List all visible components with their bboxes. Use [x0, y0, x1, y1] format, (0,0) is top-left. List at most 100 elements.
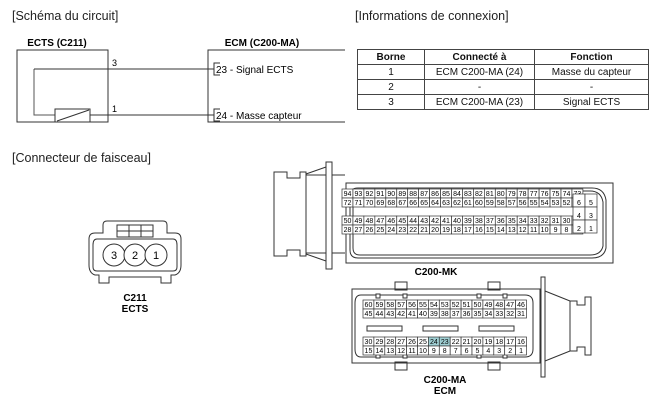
pin-number: 24 [430, 339, 438, 346]
pin-number: 27 [397, 339, 405, 346]
pin-number: 25 [376, 227, 384, 234]
pin-number: 27 [355, 227, 363, 234]
table-row: 3 ECM C200-MA (23) Signal ECTS [357, 94, 649, 110]
pin-number: 60 [475, 200, 483, 207]
pin-number: 32 [541, 218, 549, 225]
pin-number: 56 [519, 200, 527, 207]
pin-number: 56 [408, 302, 416, 309]
pin-number: 11 [408, 348, 415, 355]
pin-number: 46 [517, 302, 525, 309]
pin-number: 15 [486, 227, 494, 234]
pin-number: 25 [419, 339, 427, 346]
pin-number: 29 [375, 339, 383, 346]
pin-number: 14 [375, 348, 383, 355]
pin-number: 43 [386, 311, 394, 318]
pin-number: 36 [497, 218, 505, 225]
cell: - [424, 79, 535, 95]
pin-number: 42 [431, 218, 439, 225]
pin-number: 52 [563, 200, 571, 207]
c211-pins: 3 2 1 [102, 243, 168, 267]
pin-number: 17 [464, 227, 472, 234]
cell: 1 [357, 64, 425, 80]
c200mk-label: C200-MK [415, 267, 459, 278]
pin-number: 64 [431, 200, 439, 207]
pin-number: 55 [530, 200, 538, 207]
table-header-row: Borne Connecté à Fonction [357, 49, 649, 65]
ecm-box-label: ECM (C200-MA) [225, 38, 299, 49]
pin-number: 84 [453, 191, 461, 198]
pin-number: 66 [409, 200, 417, 207]
pin-number: 7 [454, 348, 458, 355]
pin-number: 58 [386, 302, 394, 309]
pin-number: 60 [365, 302, 373, 309]
pin-cell [515, 345, 527, 356]
pin-number: 53 [552, 200, 560, 207]
pin-number: 47 [506, 302, 514, 309]
pin-number: 31 [552, 218, 560, 225]
pin-number: 70 [365, 200, 373, 207]
pin-number: 88 [409, 191, 417, 198]
pin-number: 92 [365, 191, 373, 198]
pin-number: 65 [420, 200, 428, 207]
pin-number: 13 [508, 227, 516, 234]
header-borne: Borne [357, 49, 425, 65]
pin-number: 50 [344, 218, 352, 225]
cell: - [534, 79, 649, 95]
pin-number: 4 [577, 213, 581, 220]
cell: 3 [357, 94, 425, 110]
pin-number: 36 [463, 311, 471, 318]
pin-number: 85 [442, 191, 450, 198]
pin-number: 62 [453, 200, 461, 207]
pin-number: 81 [486, 191, 494, 198]
c211-pin-label: 3 [111, 250, 117, 262]
pin-number: 11 [530, 227, 537, 234]
pin-number: 71 [355, 200, 363, 207]
pin-number: 47 [376, 218, 384, 225]
header-connecte: Connecté à [424, 49, 535, 65]
pin-number: 23 [398, 227, 406, 234]
pin-number: 6 [465, 348, 469, 355]
pin-number: 4 [486, 348, 490, 355]
pin-number: 20 [431, 227, 439, 234]
pin-number: 49 [355, 218, 363, 225]
connection-table: Borne Connecté à Fonction 1 ECM C200-MA … [357, 49, 649, 110]
pin-number: 13 [386, 348, 394, 355]
pin-number: 55 [419, 302, 427, 309]
pin-number: 50 [474, 302, 482, 309]
pin-number: 82 [475, 191, 483, 198]
pin-number: 26 [408, 339, 416, 346]
cell: ECM C200-MA (23) [424, 94, 535, 110]
section-title-harness: [Connecteur de faisceau] [12, 151, 151, 165]
pin-number: 9 [432, 348, 436, 355]
pin-number: 2 [577, 226, 581, 233]
pin-number: 43 [420, 218, 428, 225]
section-title-circuit: [Schéma du circuit] [12, 9, 119, 23]
pin-number: 46 [387, 218, 395, 225]
pin-number: 76 [541, 191, 549, 198]
pin-number: 93 [355, 191, 363, 198]
pin-number: 37 [486, 218, 494, 225]
pin-number: 38 [475, 218, 483, 225]
pin-number: 89 [398, 191, 406, 198]
pin-number: 53 [441, 302, 449, 309]
c211-pin-label: 2 [132, 250, 138, 262]
pin-number: 3 [589, 213, 593, 220]
pin-number: 30 [365, 339, 373, 346]
cell: ECM C200-MA (24) [424, 64, 535, 80]
pin-number: 41 [408, 311, 416, 318]
c211-connector: 3 2 1 C211 ECTS [88, 220, 182, 315]
pin-number: 38 [441, 311, 449, 318]
pin-number: 58 [497, 200, 505, 207]
pin-number: 40 [419, 311, 427, 318]
pin-number: 33 [530, 218, 538, 225]
pin-number: 87 [420, 191, 428, 198]
pin-number: 78 [519, 191, 527, 198]
pin-number: 45 [398, 218, 406, 225]
section-title-connection: [Informations de connexion] [355, 9, 509, 23]
pin-number: 63 [442, 200, 450, 207]
pin-number: 6 [577, 200, 581, 207]
pin-number: 41 [442, 218, 450, 225]
